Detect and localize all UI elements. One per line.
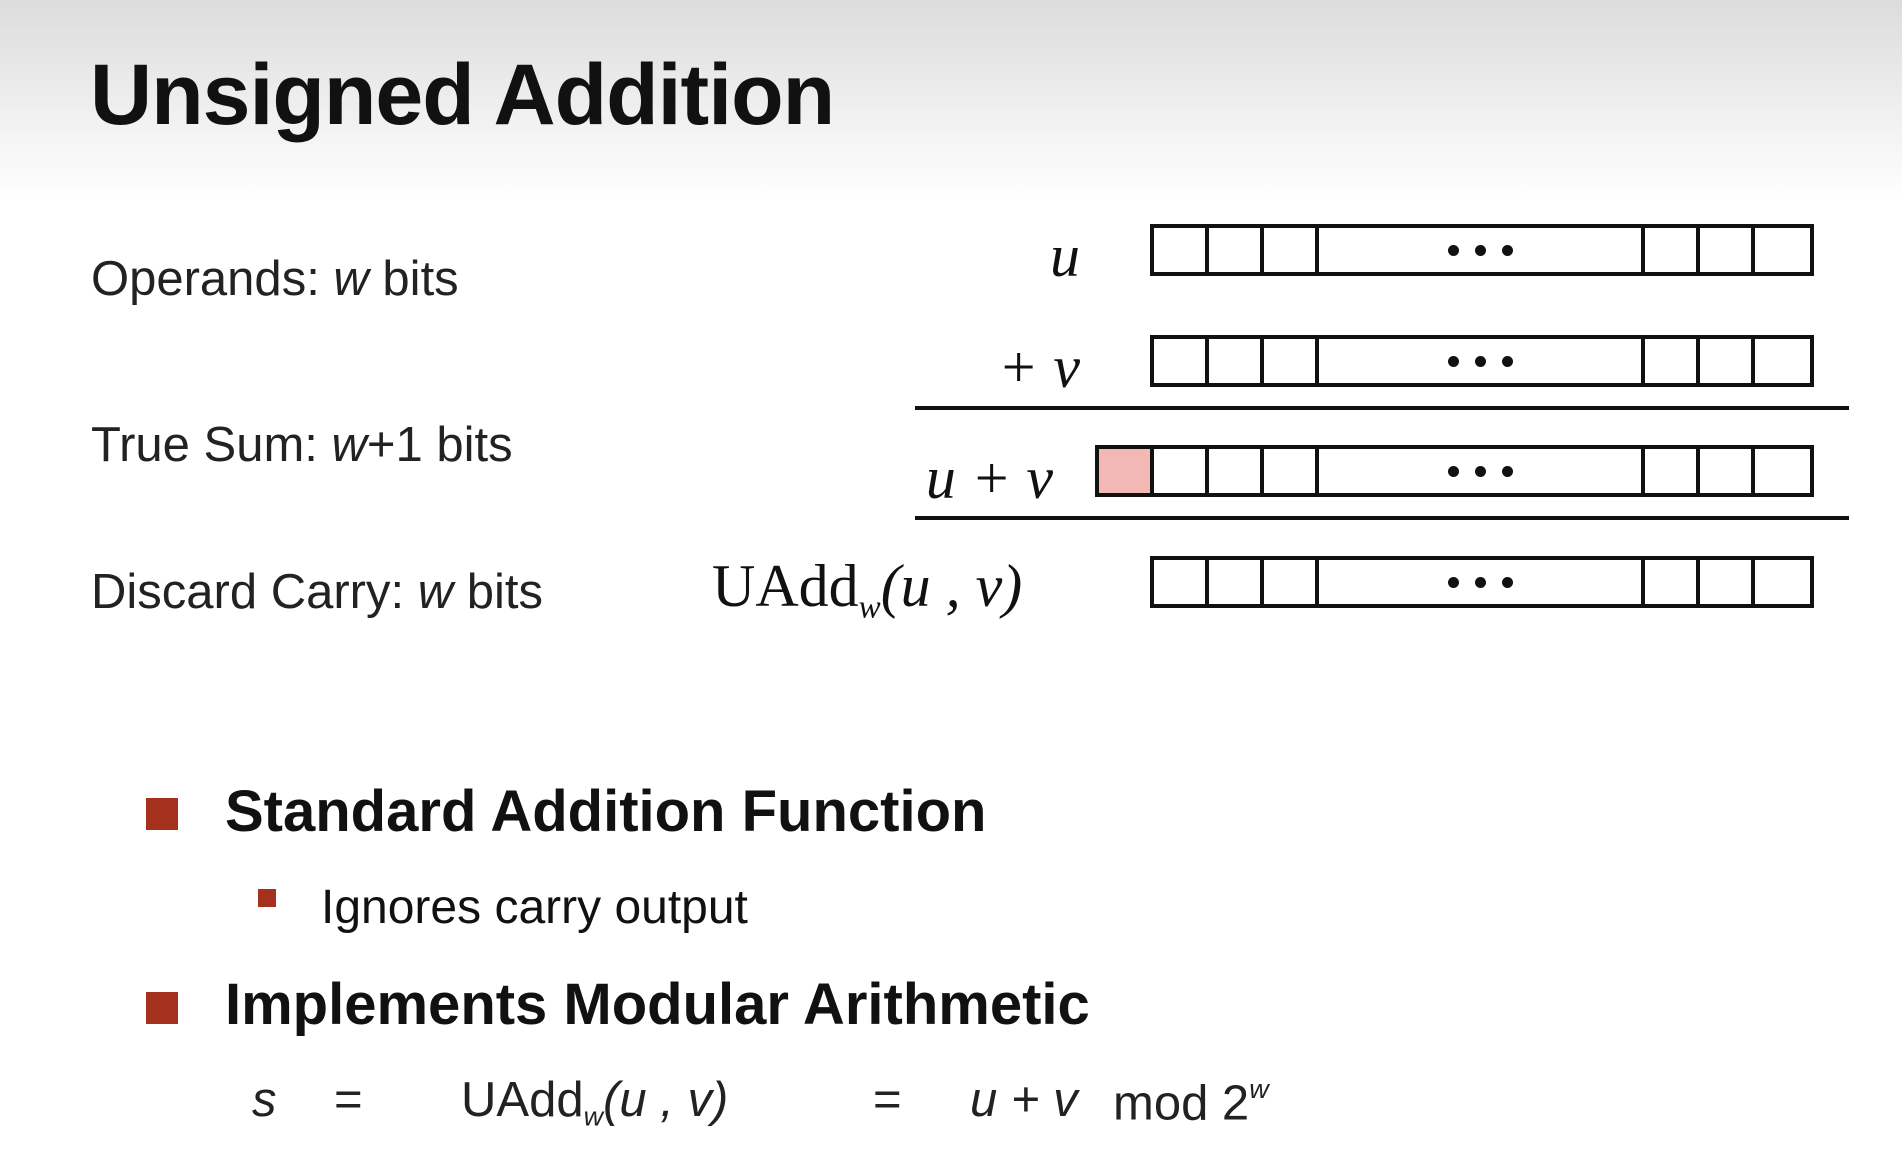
formula-mod: mod 2w — [1113, 1074, 1269, 1131]
ellipsis-icon — [1319, 339, 1645, 383]
bullet-square-icon — [146, 992, 178, 1024]
ellipsis-icon — [1319, 560, 1645, 604]
register-u — [1150, 224, 1814, 276]
bullet-modular-arithmetic: Implements Modular Arithmetic — [225, 972, 1090, 1037]
register-uadd — [1150, 556, 1814, 608]
bullet-square-icon — [146, 798, 178, 830]
sub-bullet-square-icon — [258, 889, 276, 907]
slide-title: Unsigned Addition — [90, 47, 835, 143]
ellipsis-icon — [1319, 449, 1645, 493]
carry-bit — [1099, 449, 1154, 493]
math-u: u — [1050, 223, 1080, 289]
discard-rule — [915, 516, 1849, 520]
sub-bullet-ignores-carry: Ignores carry output — [321, 881, 748, 934]
sum-rule — [915, 406, 1849, 410]
bullet-standard-addition: Standard Addition Function — [225, 779, 987, 844]
label-discard-carry: Discard Carry: w bits — [91, 565, 543, 619]
register-v — [1150, 335, 1814, 387]
formula-uadd: UAddw(u , v) — [461, 1073, 729, 1132]
math-u-plus-v: u + v — [925, 445, 1053, 511]
register-true-sum — [1095, 445, 1814, 497]
math-plus-v: + v — [997, 334, 1080, 400]
label-operands: Operands: w bits — [91, 252, 459, 306]
label-true-sum: True Sum: w+1 bits — [91, 418, 513, 472]
formula-s: s — [252, 1073, 277, 1127]
ellipsis-icon — [1319, 228, 1645, 272]
formula-eq2: = — [873, 1073, 902, 1127]
formula-eq1: = — [334, 1073, 363, 1127]
math-uadd: UAddw(u , v) — [712, 553, 1023, 626]
formula-sum: u + v — [970, 1073, 1078, 1127]
title-band — [0, 0, 1902, 200]
